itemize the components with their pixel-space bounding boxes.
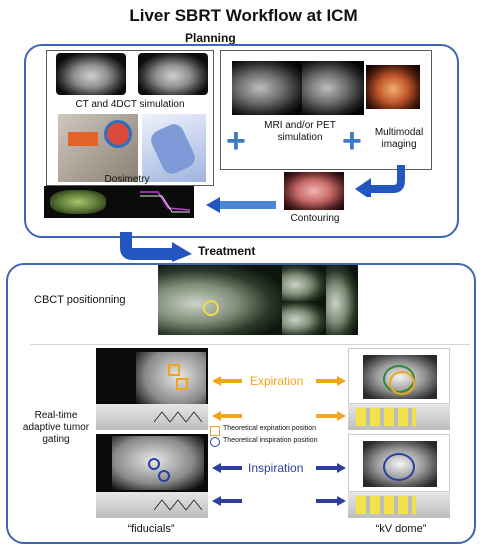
kvdome-expiration-screen bbox=[348, 348, 450, 404]
fiducials-inspiration-waveform bbox=[96, 492, 208, 518]
dosimetry-label: Dosimetry bbox=[104, 174, 150, 185]
fiducial-circle-marker bbox=[148, 458, 160, 470]
fiducials-inspiration-screen bbox=[96, 434, 208, 492]
gating-label: Real-time adaptive tumor gating bbox=[22, 410, 90, 445]
cbct-sagittal-image bbox=[282, 265, 326, 301]
plus-icon: + bbox=[226, 122, 246, 160]
target-icon bbox=[104, 120, 132, 148]
cbct-axial-image bbox=[158, 265, 282, 335]
ct-label: CT and 4DCT simulation bbox=[75, 99, 185, 110]
multimodal-label: Multimodal imaging bbox=[374, 127, 424, 150]
page-title: Liver SBRT Workflow at ICM bbox=[129, 6, 358, 25]
inspiration-left-arrow-icon bbox=[212, 463, 242, 473]
inspiration-label: Inspiration bbox=[248, 461, 304, 475]
inspiration-circle-icon bbox=[210, 437, 220, 447]
inspiration-left-arrow-icon bbox=[212, 496, 242, 506]
legend-expiration: Theoretical expiration position bbox=[223, 425, 316, 432]
fiducials-expiration-waveform bbox=[96, 404, 208, 430]
expiration-left-arrow-icon bbox=[212, 411, 242, 421]
fiducial-circle-marker bbox=[158, 470, 170, 482]
ct-image-1 bbox=[56, 53, 126, 95]
expiration-left-arrow-icon bbox=[212, 376, 242, 386]
pet-image bbox=[366, 65, 420, 109]
kvdome-expiration-waveform bbox=[348, 404, 450, 430]
planning-heading: Planning bbox=[185, 31, 236, 45]
curved-arrow-icon bbox=[355, 165, 405, 197]
treatment-heading: Treatment bbox=[198, 244, 256, 258]
treatment-panel bbox=[6, 263, 476, 544]
immobilization-cushion-photo bbox=[142, 114, 206, 182]
down-right-arrow-icon bbox=[120, 232, 192, 262]
kvdome-caption: “kV dome” bbox=[375, 523, 427, 535]
mri-label: MRI and/or PET simulation bbox=[264, 120, 336, 143]
cbct-sagittal-image-2 bbox=[282, 301, 326, 335]
dosimetry-screen bbox=[44, 186, 194, 218]
expiration-square-icon bbox=[210, 426, 220, 436]
plus-icon: + bbox=[342, 122, 362, 160]
expiration-right-arrow-icon bbox=[316, 411, 346, 421]
kvdome-inspiration-screen bbox=[348, 434, 450, 492]
expiration-right-arrow-icon bbox=[316, 376, 346, 386]
contouring-label: Contouring bbox=[290, 213, 340, 224]
contouring-image bbox=[284, 172, 344, 210]
left-arrow-icon bbox=[206, 197, 276, 213]
mri-image-2 bbox=[302, 61, 364, 115]
ct-image-2 bbox=[138, 53, 208, 95]
mri-image-1 bbox=[232, 61, 302, 115]
fiducial-square-marker bbox=[176, 378, 188, 390]
legend-inspiration: Theoretical inspiration position bbox=[223, 437, 318, 444]
marker-block-icon bbox=[68, 132, 98, 146]
expiration-label: Expiration bbox=[250, 374, 304, 388]
planning-panel bbox=[24, 44, 459, 238]
inspiration-right-arrow-icon bbox=[316, 496, 346, 506]
inspiration-right-arrow-icon bbox=[316, 463, 346, 473]
divider bbox=[30, 344, 470, 345]
cbct-label: CBCT positionning bbox=[34, 294, 126, 306]
fiducials-caption: “fiducials” bbox=[127, 523, 175, 535]
cbct-coronal-image bbox=[326, 265, 358, 335]
4dct-setup-photo bbox=[58, 114, 138, 182]
kvdome-inspiration-waveform bbox=[348, 492, 450, 518]
fiducial-square-marker bbox=[168, 364, 180, 376]
